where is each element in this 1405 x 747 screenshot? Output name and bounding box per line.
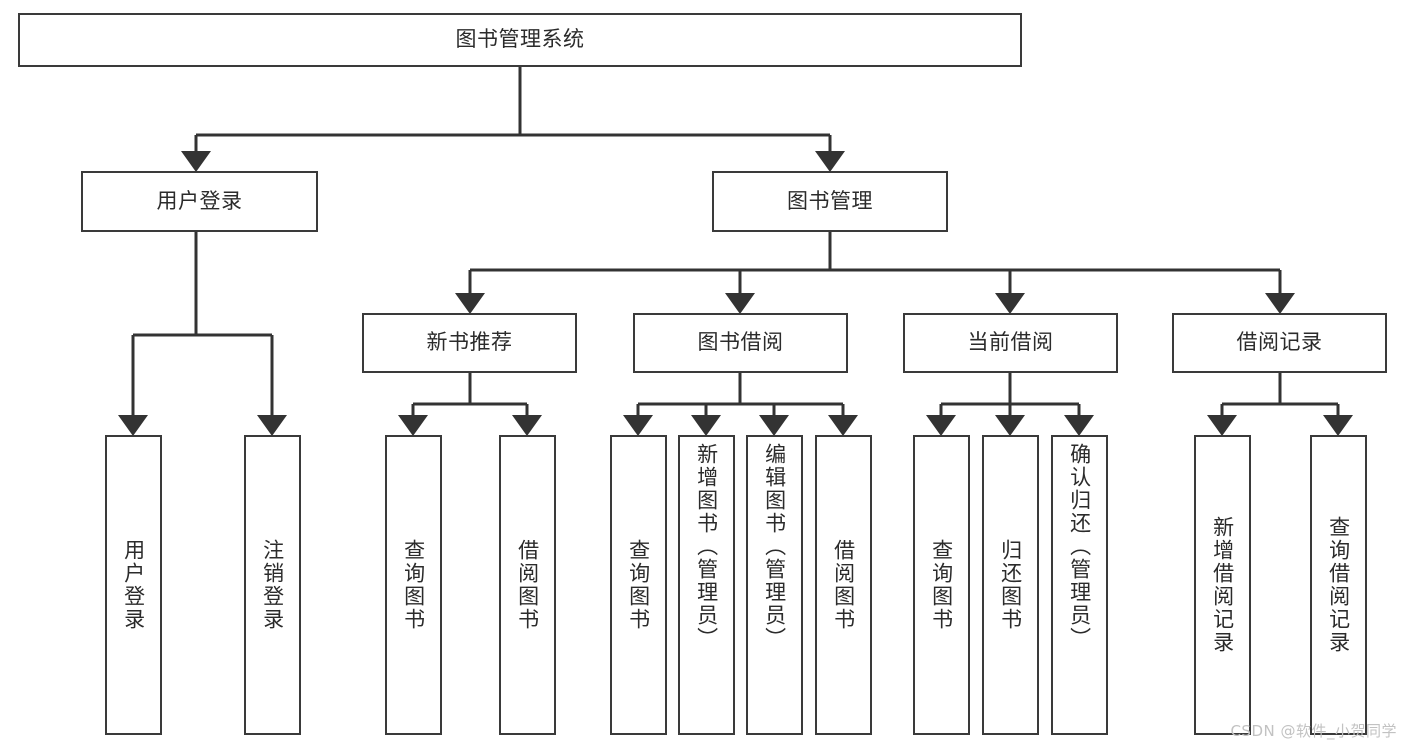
leaf-confirm-return-admin[interactable]: 确认归还（管理员） [1051,435,1108,735]
node-label: 图书管理系统 [455,27,585,52]
leaf-label: 查询借阅记录 [1326,516,1351,654]
node-label: 用户登录 [156,188,243,213]
leaf-label: 查询图书 [401,539,426,631]
leaf-label: 借阅图书 [515,539,540,631]
leaf-label: 注销登录 [260,539,285,631]
leaf-label: 查询图书 [929,539,954,631]
node-book-borrow[interactable]: 图书借阅 [633,313,848,373]
leaf-label: 确认归还（管理员） [1067,443,1092,650]
node-book-management[interactable]: 图书管理 [712,171,948,232]
leaf-query-borrow-record[interactable]: 查询借阅记录 [1310,435,1367,735]
leaf-add-borrow-record[interactable]: 新增借阅记录 [1194,435,1251,735]
leaf-label: 用户登录 [121,539,146,631]
leaf-add-book-admin[interactable]: 新增图书（管理员） [678,435,735,735]
leaf-label: 编辑图书（管理员） [762,443,787,650]
leaf-return-books[interactable]: 归还图书 [982,435,1039,735]
leaf-borrow-books-recommend[interactable]: 借阅图书 [499,435,556,735]
leaf-label: 新增借阅记录 [1210,516,1235,654]
leaf-label: 归还图书 [998,539,1023,631]
leaf-label: 查询图书 [626,539,651,631]
leaf-query-books-recommend[interactable]: 查询图书 [385,435,442,735]
node-label: 当前借阅 [967,330,1054,355]
leaf-borrow-books[interactable]: 借阅图书 [815,435,872,735]
leaf-edit-book-admin[interactable]: 编辑图书（管理员） [746,435,803,735]
csdn-watermark: CSDN @软件_小贺同学 [1230,722,1397,740]
node-label: 图书管理 [787,188,873,213]
leaf-query-books-current[interactable]: 查询图书 [913,435,970,735]
node-label: 图书借阅 [697,330,784,355]
node-root-library-management-system[interactable]: 图书管理系统 [18,13,1022,67]
node-new-book-recommend[interactable]: 新书推荐 [362,313,577,373]
leaf-logout[interactable]: 注销登录 [244,435,301,735]
leaf-label: 借阅图书 [831,539,856,631]
leaf-label: 新增图书（管理员） [694,443,719,650]
node-user-login[interactable]: 用户登录 [81,171,318,232]
node-current-borrow[interactable]: 当前借阅 [903,313,1118,373]
node-label: 借阅记录 [1236,330,1323,355]
node-borrow-record[interactable]: 借阅记录 [1172,313,1387,373]
leaf-user-login[interactable]: 用户登录 [105,435,162,735]
node-label: 新书推荐 [426,330,513,355]
leaf-query-books-borrow[interactable]: 查询图书 [610,435,667,735]
